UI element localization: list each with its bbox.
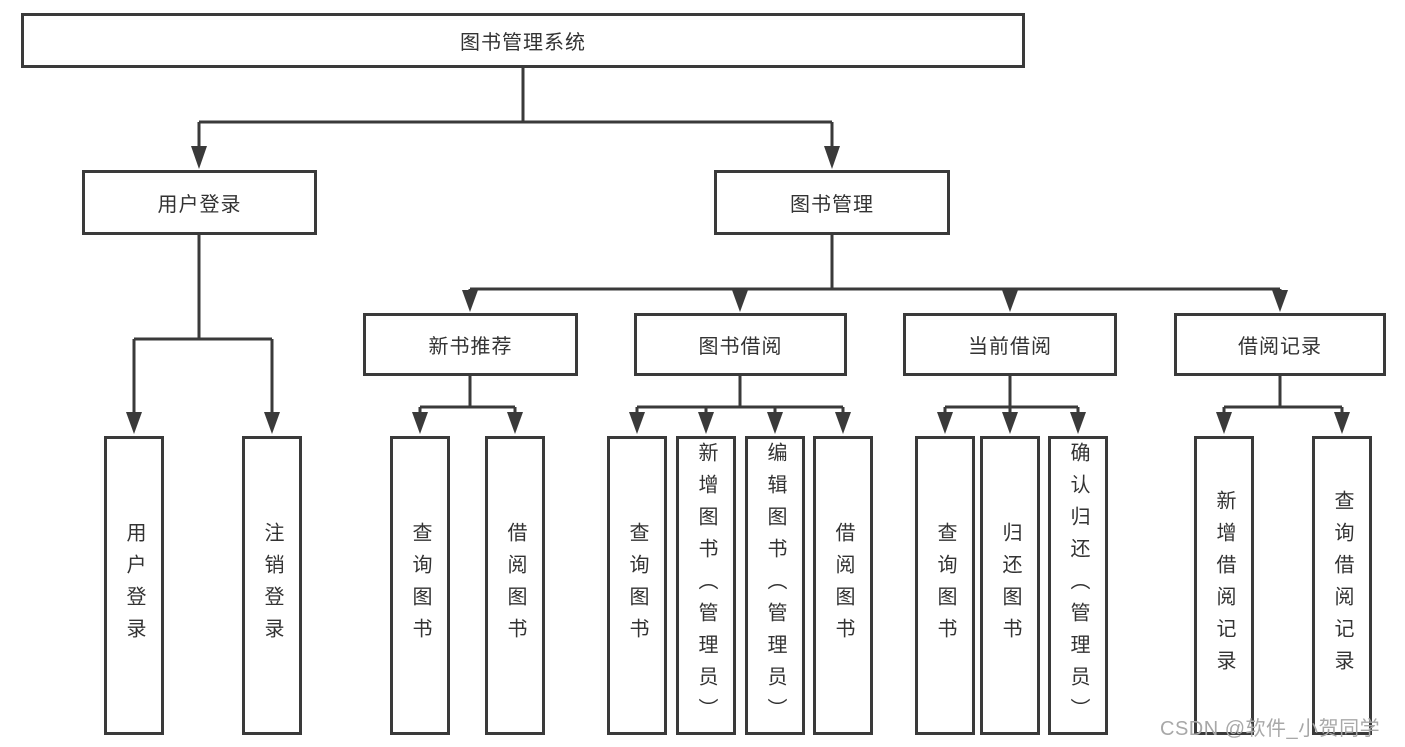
node-borrowing-records: 借阅记录: [1174, 313, 1386, 376]
leaf-label: 新增图书（管理员）: [695, 441, 717, 730]
node-current-borrowing: 当前借阅: [903, 313, 1117, 376]
leaf-logout: 注销登录: [242, 436, 302, 735]
leaf-user-login: 用户登录: [104, 436, 164, 735]
leaf-add-borrow-record: 新增借阅记录: [1194, 436, 1254, 735]
leaf-label: 注销登录: [261, 521, 283, 650]
arrowheads: [126, 146, 1350, 434]
leaf-label: 归还图书: [999, 521, 1021, 650]
node-label: 用户登录: [157, 194, 242, 216]
leaf-edit-books-admin: 编辑图书（管理员）: [745, 436, 805, 735]
node-label: 当前借阅: [968, 336, 1052, 358]
leaf-label: 查询图书: [626, 521, 648, 650]
node-label: 图书管理系统: [460, 32, 586, 54]
leaf-query-books-current: 查询图书: [915, 436, 975, 735]
node-book-borrowing: 图书借阅: [634, 313, 847, 376]
leaf-label: 新增借阅记录: [1213, 489, 1235, 682]
node-label: 图书借阅: [698, 336, 783, 358]
node-label: 图书管理: [790, 194, 874, 216]
node-label: 借阅记录: [1238, 336, 1322, 358]
node-user-login: 用户登录: [82, 170, 317, 235]
leaf-borrow-books-recommend: 借阅图书: [485, 436, 545, 735]
leaf-query-books-borrowing: 查询图书: [607, 436, 667, 735]
leaf-label: 查询借阅记录: [1331, 489, 1353, 682]
leaf-label: 借阅图书: [832, 521, 854, 650]
leaf-borrow-books-borrowing: 借阅图书: [813, 436, 873, 735]
leaf-label: 确认归还（管理员）: [1067, 441, 1089, 730]
leaf-label: 编辑图书（管理员）: [764, 441, 786, 730]
leaf-confirm-return-admin: 确认归还（管理员）: [1048, 436, 1108, 735]
node-book-management: 图书管理: [714, 170, 950, 235]
leaf-return-books: 归还图书: [980, 436, 1040, 735]
leaf-label: 查询图书: [934, 521, 956, 650]
leaf-label: 查询图书: [409, 521, 431, 650]
leaf-add-books-admin: 新增图书（管理员）: [676, 436, 736, 735]
csdn-watermark: CSDN @软件_小贺同学: [1160, 718, 1381, 740]
leaf-label: 借阅图书: [504, 521, 526, 650]
leaf-query-books-recommend: 查询图书: [390, 436, 450, 735]
node-new-book-recommend: 新书推荐: [363, 313, 578, 376]
leaf-query-borrow-record: 查询借阅记录: [1312, 436, 1372, 735]
node-root-library-management-system: 图书管理系统: [21, 13, 1025, 68]
leaf-label: 用户登录: [123, 521, 145, 650]
node-label: 新书推荐: [428, 336, 513, 358]
